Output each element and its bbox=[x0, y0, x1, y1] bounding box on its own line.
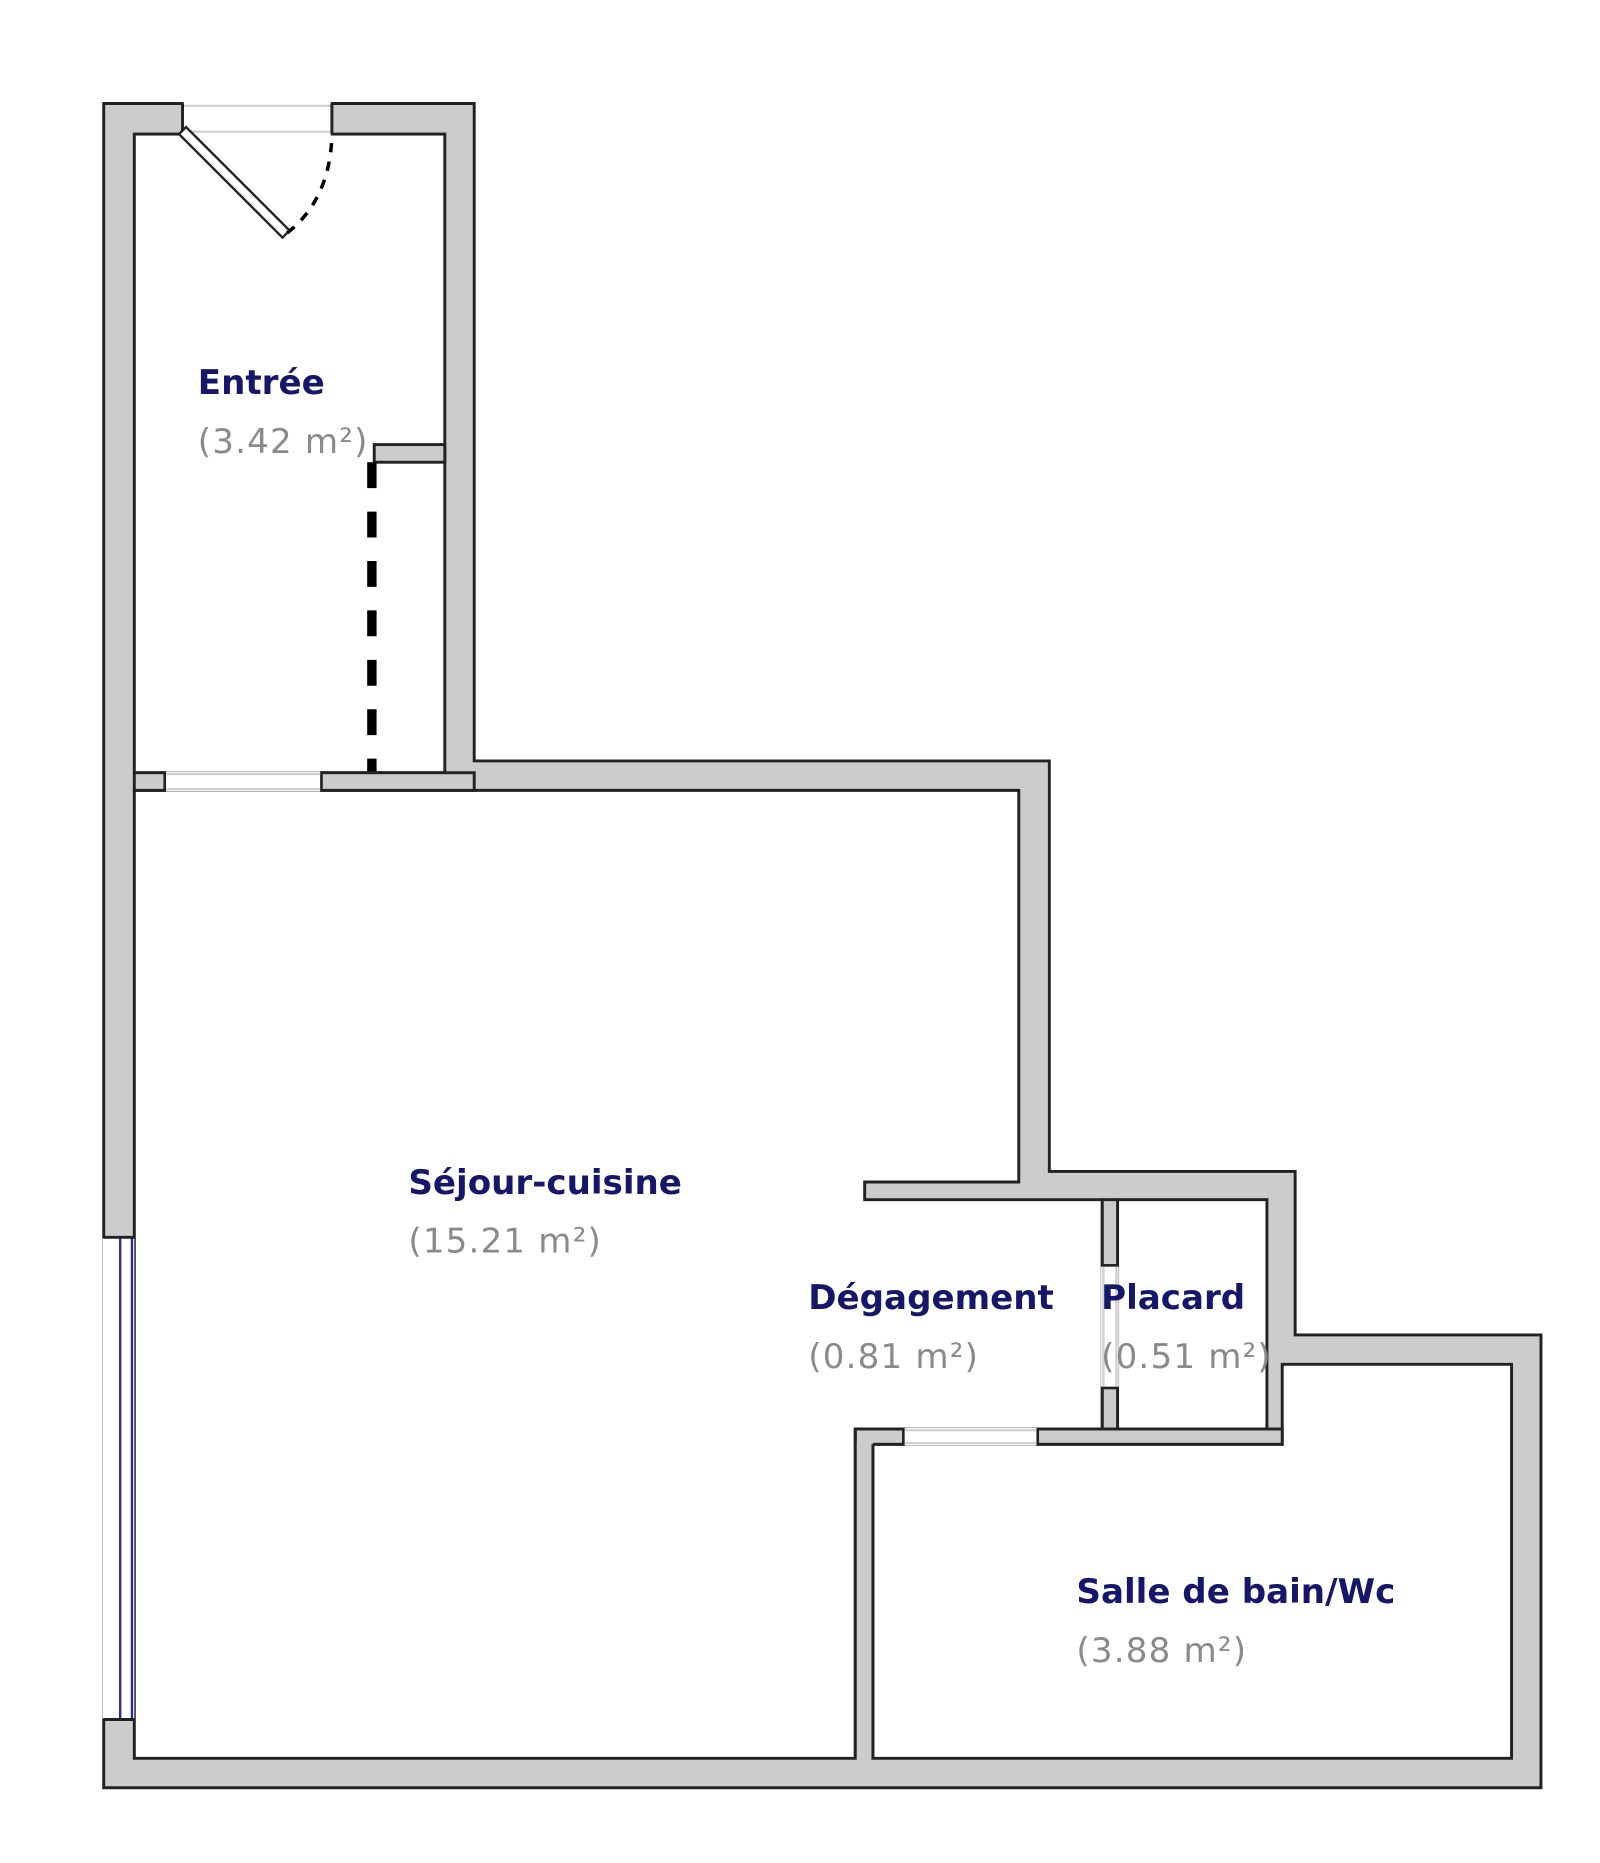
room-placard bbox=[1116, 1198, 1269, 1431]
room-area-degagement: (0.81 m²) bbox=[808, 1337, 979, 1377]
door-placard[interactable] bbox=[1101, 1266, 1119, 1387]
door-entree-sejour[interactable] bbox=[166, 771, 321, 792]
closet-wall bbox=[372, 443, 447, 464]
wall-entree-sejour bbox=[319, 771, 476, 792]
room-label-entree: Entrée bbox=[198, 363, 325, 403]
window-sejour bbox=[102, 1238, 135, 1719]
room-label-salle-de-bain: Salle de bain/Wc bbox=[1076, 1572, 1395, 1612]
door-degagement-bain[interactable] bbox=[904, 1427, 1037, 1446]
room-label-degagement: Dégagement bbox=[808, 1278, 1054, 1318]
entry-door-swing bbox=[286, 136, 334, 235]
wall-degagement-bain bbox=[1036, 1427, 1284, 1446]
room-label-sejour: Séjour-cuisine bbox=[408, 1163, 682, 1203]
room-area-salle-de-bain: (3.88 m²) bbox=[1076, 1631, 1247, 1671]
room-area-entree: (3.42 m²) bbox=[198, 422, 369, 462]
room-label-placard: Placard bbox=[1101, 1278, 1245, 1318]
room-area-sejour: (15.21 m²) bbox=[408, 1222, 602, 1262]
room-area-placard: (0.51 m²) bbox=[1101, 1337, 1272, 1377]
wall-entree-sejour bbox=[132, 771, 167, 792]
wall-placard bbox=[1100, 1386, 1120, 1431]
wall-placard bbox=[1100, 1198, 1120, 1267]
